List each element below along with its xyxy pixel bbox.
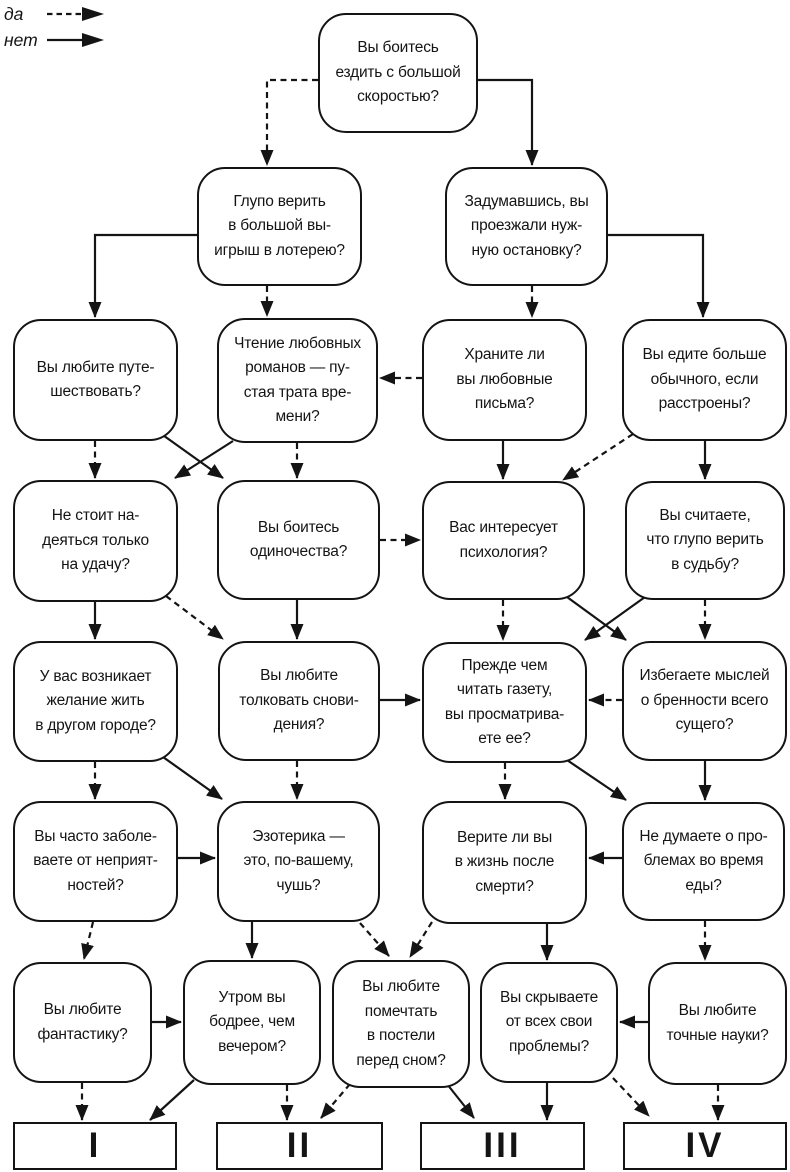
question-node-q9: Вы боитесь одиночества? <box>217 480 380 600</box>
edge-q23-r4-да <box>612 1077 650 1117</box>
legend-yes-row: да <box>4 1 104 27</box>
question-node-q4: Вы любите путе- шествовать? <box>13 319 178 441</box>
question-node-q17: Эзотерика — это, по-вашему, чушь? <box>217 801 380 922</box>
edge-q4-q9-нет <box>159 432 224 479</box>
question-node-q5: Чтение любовных романов — пу- стая трата… <box>217 318 378 443</box>
result-box-r3: III <box>420 1122 585 1170</box>
edge-q12-q17-нет <box>162 756 223 800</box>
edge-q8-q13-да <box>165 595 224 640</box>
edge-q1-q3-нет <box>478 78 539 166</box>
question-node-q21: Утром вы бодрее, чем вечером? <box>183 960 321 1085</box>
edge-q1-q2-да <box>260 78 318 166</box>
question-node-q15: Избегаете мыслей о бренности всего сущег… <box>622 641 787 761</box>
question-node-q11: Вы считаете, что глупо верить в судьбу? <box>625 481 785 600</box>
question-node-q13: Вы любите толковать снови- дения? <box>218 641 380 761</box>
edge-q3-q7-нет <box>608 233 710 318</box>
edge-q22-r3-нет <box>446 1083 475 1119</box>
solid-arrow-icon <box>47 33 104 47</box>
edge-q16-q20-да <box>81 921 95 960</box>
question-node-q10: Вас интересует психология? <box>422 481 585 600</box>
question-node-q8: Не стоит на- деяться только на удачу? <box>13 480 178 602</box>
question-node-q19: Не думаете о про- блемах во время еды? <box>622 802 785 921</box>
dashed-arrow-icon <box>47 7 104 21</box>
question-node-q6: Храните ли вы любовные письма? <box>422 319 587 441</box>
legend-no-row: нет <box>4 27 104 53</box>
legend-no-label: нет <box>4 30 38 50</box>
question-node-q16: Вы часто заболе- ваете от неприят- носте… <box>13 801 178 922</box>
edge-q14-q19-нет <box>563 757 627 801</box>
question-node-q2: Глупо верить в большой вы- игрыш в лотер… <box>197 167 362 286</box>
edge-q22-r2-да <box>320 1083 351 1119</box>
question-node-q7: Вы едите больше обычного, если расстроен… <box>622 319 787 441</box>
question-node-q1: Вы боитесь ездить с большой скоростью? <box>318 13 478 133</box>
legend: да нет <box>4 1 104 53</box>
legend-yes-label: да <box>4 4 24 24</box>
question-node-q23: Вы скрываете от всех свои проблемы? <box>480 962 618 1083</box>
edge-q17-q22-да <box>359 922 390 957</box>
question-node-q20: Вы любите фантастику? <box>13 962 152 1083</box>
result-box-r2: II <box>216 1122 383 1170</box>
question-node-q22: Вы любите помечтать в постели перед сном… <box>332 960 470 1088</box>
question-node-q18: Верите ли вы в жизнь после смерти? <box>422 801 587 924</box>
edge-q11-q14-нет <box>584 596 646 641</box>
result-box-r1: I <box>13 1122 177 1170</box>
question-node-q12: У вас возникает желание жить в другом го… <box>13 641 178 762</box>
edge-q18-q22-да <box>409 921 433 958</box>
edge-q2-q4-нет <box>88 233 197 318</box>
edge-q7-q10-да <box>562 433 634 481</box>
edge-q5-q8-нет <box>174 440 234 479</box>
edge-q21-r1-нет <box>149 1079 195 1121</box>
edge-q10-q15-нет <box>566 596 627 641</box>
question-node-q24: Вы любите точные науки? <box>648 962 787 1085</box>
question-node-q3: Задумавшись, вы проезжали нуж- ную остан… <box>445 167 608 286</box>
question-node-q14: Прежде чем читать газету, вы просматрива… <box>422 642 587 763</box>
result-box-r4: IV <box>623 1122 787 1170</box>
